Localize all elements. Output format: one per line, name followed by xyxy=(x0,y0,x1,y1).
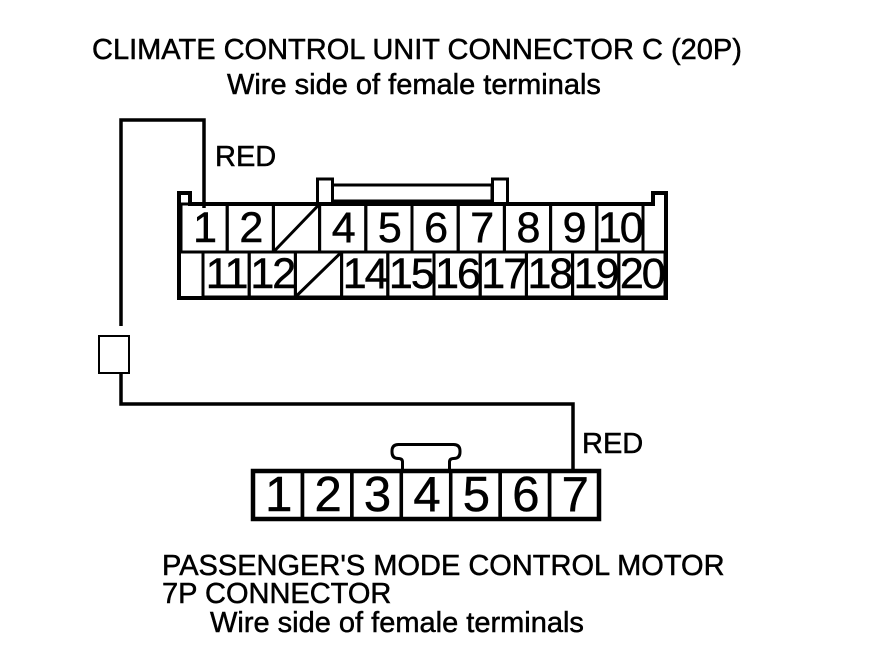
bottom-connector-title-line2: 7P CONNECTOR xyxy=(162,578,392,610)
pin-cell: 2 xyxy=(227,203,273,252)
pin-cavity-outline xyxy=(617,250,667,299)
pin-number: 16 xyxy=(435,250,481,299)
pin-grid-row2 xyxy=(201,250,667,299)
inline-connector-box xyxy=(98,335,130,374)
pin-cell: 20 xyxy=(619,250,666,299)
wire-color-label-bottom: RED xyxy=(582,428,644,460)
top-connector-title: CLIMATE CONTROL UNIT CONNECTOR C (20P) xyxy=(92,34,742,66)
pin-number: 4 xyxy=(413,468,441,523)
wire-red-lower-segment xyxy=(119,373,575,473)
connector-latch-tab xyxy=(390,443,462,472)
pin-number: 5 xyxy=(462,468,491,523)
pin-number: 2 xyxy=(239,203,263,252)
pin-cell: 14 xyxy=(342,250,388,299)
pin-cell: 19 xyxy=(573,250,619,299)
pin-cell: 16 xyxy=(434,250,481,299)
pin-cell: 7 xyxy=(550,468,599,523)
pin-number: 7 xyxy=(470,203,494,252)
pin-number: 14 xyxy=(342,250,388,299)
pin-cell: 1 xyxy=(181,203,227,252)
pin-cell-empty xyxy=(273,204,319,252)
pin-cell: 3 xyxy=(352,468,401,523)
pin-cell: 18 xyxy=(526,250,573,299)
bottom-connector-title-line1: PASSENGER'S MODE CONTROL MOTOR xyxy=(162,550,725,582)
wire-red xyxy=(98,118,575,473)
pin-number: 9 xyxy=(562,203,586,252)
no-pin-slash xyxy=(294,250,343,299)
pin-cell: 4 xyxy=(401,468,450,523)
pin-cell-empty xyxy=(295,252,341,297)
wire-red-upper-segment xyxy=(119,118,206,326)
pin-number: 7 xyxy=(561,468,589,523)
pin-number: 20 xyxy=(619,250,666,299)
pin-cell: 5 xyxy=(366,203,412,252)
top-connector-subtitle: Wire side of female terminals xyxy=(227,69,601,101)
pin-cell: 10 xyxy=(597,203,644,252)
connector-lock-bar xyxy=(330,183,494,203)
pin-cell: 17 xyxy=(480,250,527,299)
pin-number: 19 xyxy=(573,250,619,299)
pin-cell: 9 xyxy=(551,203,597,252)
pin-cell: 2 xyxy=(302,468,351,523)
pin-cell: 6 xyxy=(500,468,549,523)
pin-number: 17 xyxy=(481,250,527,299)
pin-number: 11 xyxy=(205,250,249,299)
pin-number: 4 xyxy=(331,203,355,252)
bottom-connector-subtitle: Wire side of female terminals xyxy=(210,607,584,639)
pin-number: 8 xyxy=(516,203,540,252)
pin-cell: 11 xyxy=(203,250,249,299)
pin-number: 5 xyxy=(377,203,402,252)
pin-cell: 8 xyxy=(504,203,550,252)
pin-number: 3 xyxy=(363,468,392,523)
pin-number: 12 xyxy=(250,250,296,299)
pin-cell: 4 xyxy=(320,203,366,252)
pin-cell: 7 xyxy=(458,203,504,252)
pin-number: 6 xyxy=(512,468,540,523)
mode-control-motor-connector-7p xyxy=(250,443,602,522)
pin-cell: 1 xyxy=(253,468,302,523)
pin-number: 10 xyxy=(597,203,644,252)
wire-color-label-top: RED xyxy=(215,141,277,173)
pin-number: 15 xyxy=(388,250,435,299)
pin-cell: 5 xyxy=(451,468,500,523)
pin-number: 1 xyxy=(265,468,293,523)
pin-number: 1 xyxy=(193,203,217,252)
pin-number: 18 xyxy=(527,250,573,299)
pin-cell: 6 xyxy=(412,203,458,252)
connector-lock-post-left xyxy=(316,177,334,206)
connector-lock-post-right xyxy=(491,177,509,206)
pin-number: 2 xyxy=(314,468,342,523)
pin-cell: 15 xyxy=(388,250,435,299)
pin-cell: 12 xyxy=(249,250,296,299)
no-pin-slash xyxy=(272,202,321,254)
pin-number: 6 xyxy=(424,203,448,252)
